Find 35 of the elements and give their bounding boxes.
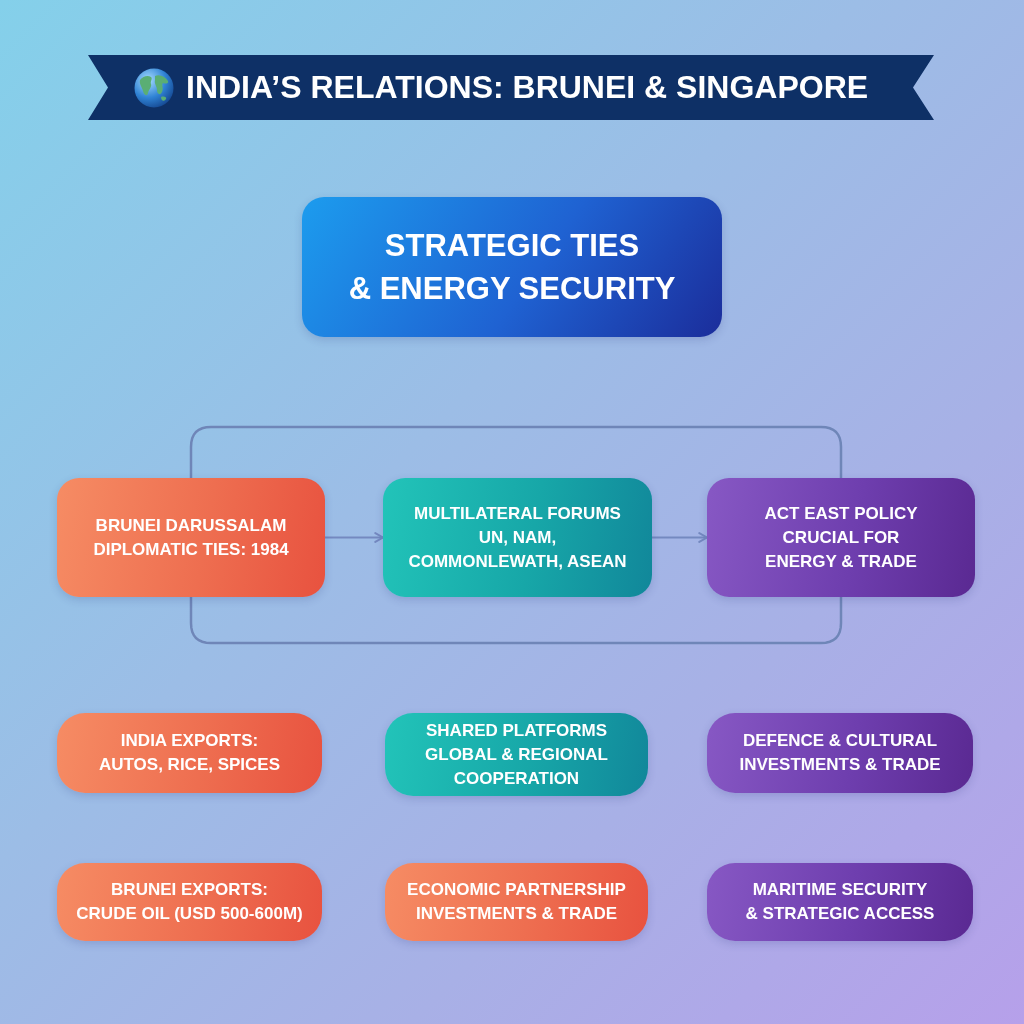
box-label: BRUNEI DARUSSALAM: [95, 514, 287, 537]
info-box: [707, 863, 973, 941]
info-box: [57, 478, 325, 597]
box-label: GLOBAL & REGIONAL COOPERATION: [424, 743, 609, 790]
banner-title: INDIA’S RELATIONS: BRUNEI & SINGAPORE: [186, 68, 869, 107]
box-label: DIPLOMATIC TIES: 1984: [93, 538, 289, 561]
connector-line: [189, 595, 843, 645]
box-label: SHARED PLATFORMS: [426, 719, 607, 742]
box-label: UN, NAM, COMMONLEWATH, ASEAN: [407, 526, 628, 573]
box-label: & STRATEGIC ACCESS: [745, 903, 935, 925]
box-label: INVESTMENTS & TRADE: [415, 903, 618, 925]
arrow: [651, 532, 708, 543]
info-box: [707, 478, 975, 597]
info-box: [707, 713, 973, 793]
box-label: BRUNEI EXPORTS:: [111, 879, 268, 901]
info-box: [385, 863, 648, 941]
box-label: INVESTMENTS & TRADE: [739, 754, 941, 776]
box-label: CRUDE OIL (USD 500-600M): [76, 903, 303, 925]
box-label: MARITIME SECURITY: [752, 879, 928, 901]
box-label: MULTILATERAL FORUMS: [414, 502, 621, 525]
connector-line: [189, 425, 843, 480]
box-label: CRUCIAL FOR ENERGY & TRADE: [764, 526, 918, 573]
box-label: INDIA EXPORTS:: [120, 730, 259, 752]
info-box: [57, 713, 322, 793]
box-label: ECONOMIC PARTNERSHIP: [407, 879, 626, 901]
box-label: & ENERGY SECURITY: [348, 270, 676, 308]
info-box: [385, 713, 648, 796]
info-box: [57, 863, 322, 941]
arrow: [324, 532, 384, 543]
box-label: STRATEGIC TIES: [384, 227, 640, 265]
info-box: [383, 478, 652, 597]
box-label: ACT EAST POLICY: [764, 502, 918, 525]
topic-box: [302, 197, 722, 337]
box-label: AUTOS, RICE, SPICES: [98, 754, 281, 776]
box-label: DEFENCE & CULTURAL: [742, 730, 938, 752]
